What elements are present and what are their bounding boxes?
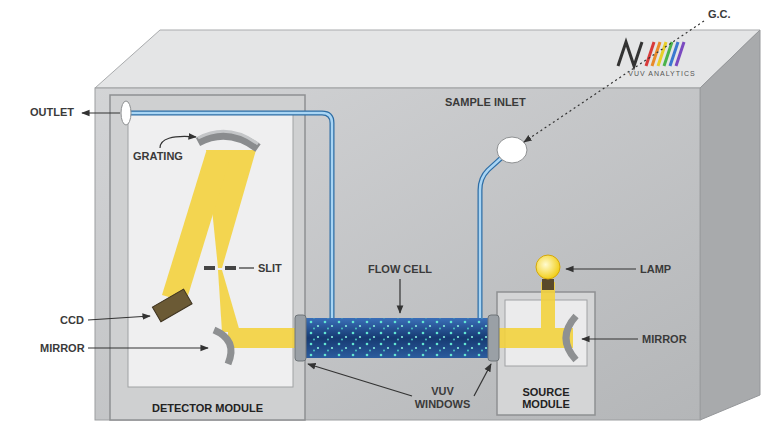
source-module: SOURCE MODULE — [497, 292, 595, 415]
leader-line — [566, 268, 636, 269]
tube-outline — [128, 113, 332, 318]
tube — [480, 150, 510, 318]
leader-line — [524, 21, 704, 142]
port-label: SAMPLE INLET — [445, 96, 526, 109]
outlet-port — [121, 101, 131, 125]
module-label: VUV ANALYTICS — [612, 70, 712, 78]
part-label: LAMP — [640, 263, 671, 276]
ccd-sensor — [152, 289, 192, 322]
module-label: SOURCE MODULE — [497, 386, 595, 411]
leader-line — [308, 364, 412, 396]
flow-cell-sample — [302, 318, 492, 358]
leader-line — [474, 364, 491, 396]
part-label: SLIT — [258, 262, 282, 275]
leader-line — [239, 267, 254, 268]
beam-segment — [162, 152, 232, 302]
module-label: DETECTOR MODULE — [110, 402, 305, 415]
part-label: MIRROR — [642, 333, 687, 346]
source-label: G.C. — [708, 8, 731, 21]
part-label: GRATING — [133, 150, 183, 163]
inlet-port — [497, 137, 527, 163]
logo-mark — [618, 42, 684, 66]
vuv-window — [488, 315, 499, 361]
part-label: CCD — [60, 314, 84, 327]
leader-line — [88, 347, 208, 348]
slit-jaw — [225, 266, 236, 270]
detector-module: DETECTOR MODULE — [110, 95, 305, 420]
lamp-bulb — [536, 255, 560, 279]
vuv-window — [295, 315, 306, 361]
grating-face — [198, 131, 258, 144]
leader-line — [88, 316, 150, 320]
leader-lines — [82, 21, 704, 396]
leader-line — [82, 112, 120, 113]
port-label: OUTLET — [30, 106, 74, 119]
slit-jaw — [204, 266, 215, 270]
tube-outline — [480, 150, 510, 318]
instrument-housing: VUV ANALYTICS DETECTOR MODULE SOURCE MODUL… — [95, 28, 760, 420]
part-label: MIRROR — [40, 342, 85, 355]
lamp-base — [542, 279, 554, 290]
part-label: VUV WINDOWS — [405, 385, 480, 411]
mirror — [566, 316, 576, 360]
mirror — [214, 330, 231, 364]
housing-side — [700, 30, 760, 420]
sample-tubing — [128, 113, 510, 318]
leader-line — [160, 136, 196, 148]
flow-cell — [302, 318, 492, 358]
tube — [128, 113, 332, 318]
logo-stripe — [676, 42, 684, 66]
beam-segment — [218, 270, 240, 332]
leader-line — [399, 279, 400, 313]
leader-line — [582, 338, 638, 339]
housing-front — [95, 88, 700, 420]
logo-stroke — [618, 42, 642, 66]
detector-module-housing — [110, 95, 305, 420]
part-label: FLOW CELL — [360, 263, 440, 276]
housing-top — [95, 30, 760, 88]
